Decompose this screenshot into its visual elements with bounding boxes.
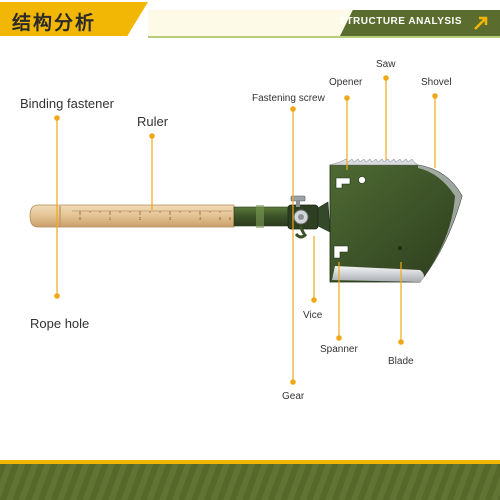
label-binding-fastener: Binding fastener — [20, 96, 114, 111]
leader-dot — [149, 133, 155, 139]
footer-accent-stripe — [0, 460, 500, 464]
leader-dot — [336, 335, 342, 341]
label-ruler: Ruler — [137, 114, 169, 129]
header-banner: 结构分析 STRUCTURE ANALYSIS — [0, 0, 500, 38]
ruler-mark-0: 0 — [79, 216, 82, 221]
page-subtitle: STRUCTURE ANALYSIS — [339, 16, 462, 27]
leader-dot — [54, 115, 60, 121]
footer-band — [0, 460, 500, 500]
fastening-screw — [290, 195, 306, 207]
label-fastening-screw: Fastening screw — [252, 93, 325, 104]
leader-dot — [383, 75, 389, 81]
leader-dot — [344, 95, 350, 101]
footer-pattern — [0, 464, 500, 500]
leader-lines — [54, 75, 438, 385]
opener-cutout — [335, 177, 351, 189]
label-saw: Saw — [376, 59, 396, 70]
header-dark-band — [340, 10, 500, 36]
label-rope-hole: Rope hole — [30, 316, 90, 331]
rivet-hole — [358, 176, 366, 184]
ruler-mark-6: 6 — [229, 216, 232, 221]
ruler-mark-5: 5 — [219, 216, 222, 221]
label-spanner: Spanner — [320, 344, 358, 355]
leader-dot — [311, 297, 317, 303]
ruler-mark-3: 3 — [169, 216, 172, 221]
label-opener: Opener — [329, 77, 363, 88]
ruler-mark-2: 2 — [139, 216, 142, 221]
page-title: 结构分析 — [12, 12, 97, 34]
ruler-mark-1: 1 — [109, 216, 112, 221]
label-vice: Vice — [303, 310, 323, 321]
saw-teeth — [329, 158, 419, 166]
wooden-handle — [29, 204, 235, 228]
corner-arrow-icon — [474, 16, 488, 30]
ruler-mark-4: 4 — [199, 216, 202, 221]
ruler-numbers: 0 1 2 3 4 5 6 — [79, 216, 232, 221]
leader-dot — [432, 93, 438, 99]
label-shovel: Shovel — [421, 77, 452, 88]
metal-shaft — [233, 205, 291, 228]
label-gear: Gear — [282, 391, 305, 402]
title-box: 结构分析 — [0, 2, 148, 36]
spanner-cutout — [333, 245, 349, 259]
leader-dot — [398, 339, 404, 345]
label-blade: Blade — [388, 356, 414, 367]
leader-dot — [290, 379, 296, 385]
leader-dot — [290, 106, 296, 112]
ruler-ticks — [72, 210, 232, 215]
leader-dot — [54, 293, 60, 299]
